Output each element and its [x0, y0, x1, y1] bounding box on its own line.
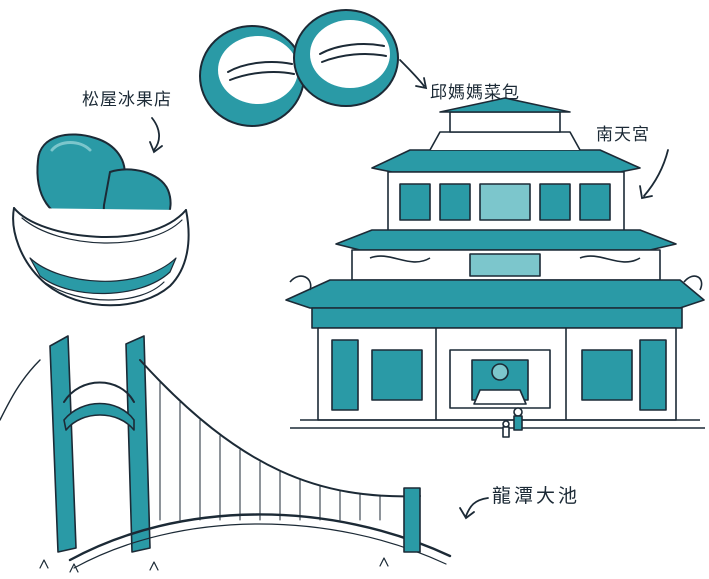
label-bun: 邱媽媽菜包 — [430, 83, 520, 103]
label-lake: 龍潭大池 — [492, 485, 581, 507]
nantian-temple-drawing — [285, 97, 705, 438]
suspension-bridge-drawing — [0, 335, 452, 573]
arrow-temple — [639, 149, 669, 200]
shaved-ice-bowl-drawing — [12, 133, 190, 307]
arrow-icecream — [149, 117, 163, 154]
steamed-buns-drawing — [199, 9, 399, 127]
arrow-bun — [399, 59, 428, 90]
label-temple: 南天宮 — [596, 125, 650, 145]
arrow-lake — [459, 497, 489, 520]
label-icecream-shop: 松屋冰果店 — [82, 90, 172, 110]
